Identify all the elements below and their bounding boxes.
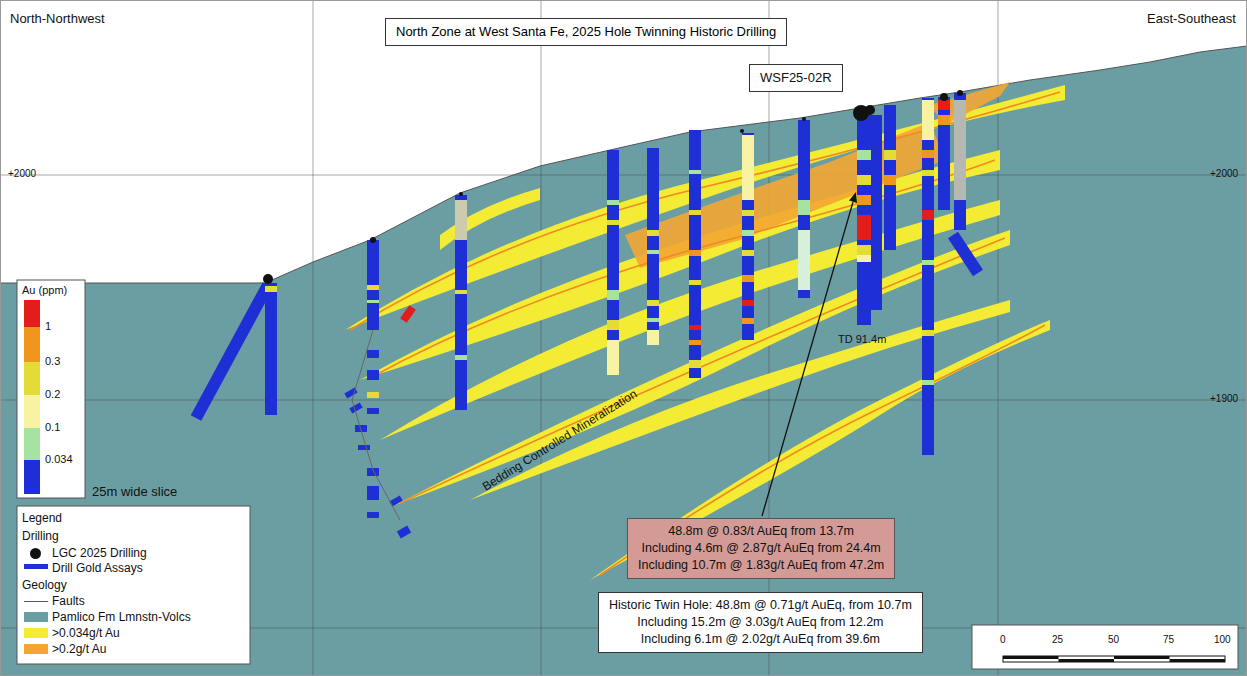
fault-symbol [24, 601, 48, 602]
legend-swatch [24, 628, 48, 638]
scale-number: 25 [1052, 634, 1063, 646]
callout-line: Including 4.6m @ 2.87g/t AuEq from 24.4m [638, 540, 884, 557]
legend-text: 0.1 [45, 421, 60, 434]
callout-line: Historic Twin Hole: 48.8m @ 0.71g/t AuEq… [609, 597, 912, 614]
legend-swatch [24, 612, 48, 622]
legend-swatch [24, 327, 40, 362]
legend-swatch [24, 644, 48, 654]
legend-text: LGC 2025 Drilling [52, 546, 147, 560]
legend-text: 0.034 [45, 453, 73, 466]
legend-swatch [24, 362, 40, 395]
scale-heading: Au (ppm) [22, 284, 67, 297]
direction-label: North-Northwest [10, 11, 105, 27]
ground [0, 46, 1247, 676]
drill-holes [196, 93, 978, 538]
title-text: North Zone at West Santa Fe, 2025 Hole T… [396, 23, 776, 41]
legend-text: >0.2g/t Au [52, 642, 106, 656]
legend-swatch [24, 300, 40, 327]
assay-symbol [24, 564, 48, 569]
legend-box [17, 506, 250, 664]
legend-text: Pamlico Fm Lmnstn-Volcs [52, 610, 191, 624]
direction-label: East-Southeast [1147, 11, 1236, 27]
grade-streaks [350, 92, 1060, 575]
callout-line: Including 15.2m @ 3.03g/t AuEq from 12.2… [609, 614, 912, 631]
legend-text: 1 [45, 320, 51, 333]
legend-heading: Legend [22, 511, 62, 525]
scale-box [17, 280, 85, 498]
callout-line: WSF25-02R [760, 69, 832, 87]
callout-line: 48.8m @ 0.83/t AuEq from 13.7m [638, 523, 884, 540]
scale-number: 0 [1000, 634, 1006, 646]
scale-bottom [24, 460, 40, 494]
legend-text: >0.034g/t Au [52, 626, 120, 640]
legend-text: Drill Gold Assays [52, 561, 143, 575]
scale-number: 100 [1214, 634, 1231, 646]
elevation-label: +2000 [1210, 168, 1238, 180]
legend-swatch [24, 428, 40, 460]
depth-label: TD 91.4m [838, 333, 886, 346]
leader-arrow [762, 192, 857, 516]
scale-number: 75 [1163, 634, 1174, 646]
collar-symbol [30, 548, 41, 559]
legend-text: 0.2 [45, 388, 60, 401]
legend-text: 0.3 [45, 355, 60, 368]
legend-swatch [24, 395, 40, 428]
legend-group: Geology [22, 578, 67, 592]
lgc-collars [263, 90, 963, 284]
legend-group: Drilling [22, 529, 59, 543]
mineralized-bands [345, 85, 1065, 580]
elevation-label: +2000 [8, 168, 36, 180]
hole-label: WSF25-02R [749, 64, 843, 92]
legend-text: Faults [52, 594, 85, 608]
callout-line: Including 10.7m @ 1.83g/t AuEq from 47.2… [638, 557, 884, 574]
scale-number: 50 [1108, 634, 1119, 646]
historic-callout: Historic Twin Hole: 48.8m @ 0.71g/t AuEq… [598, 592, 923, 653]
elevation-label: +1900 [1210, 393, 1238, 405]
scale-bar [972, 625, 1238, 669]
callout-line: Including 6.1m @ 2.02g/t AuEq from 39.6m [609, 631, 912, 648]
result-callout: 48.8m @ 0.83/t AuEq from 13.7mIncluding … [627, 518, 895, 579]
title-box: North Zone at West Santa Fe, 2025 Hole T… [385, 18, 787, 46]
slice-note: 25m wide slice [92, 484, 177, 500]
